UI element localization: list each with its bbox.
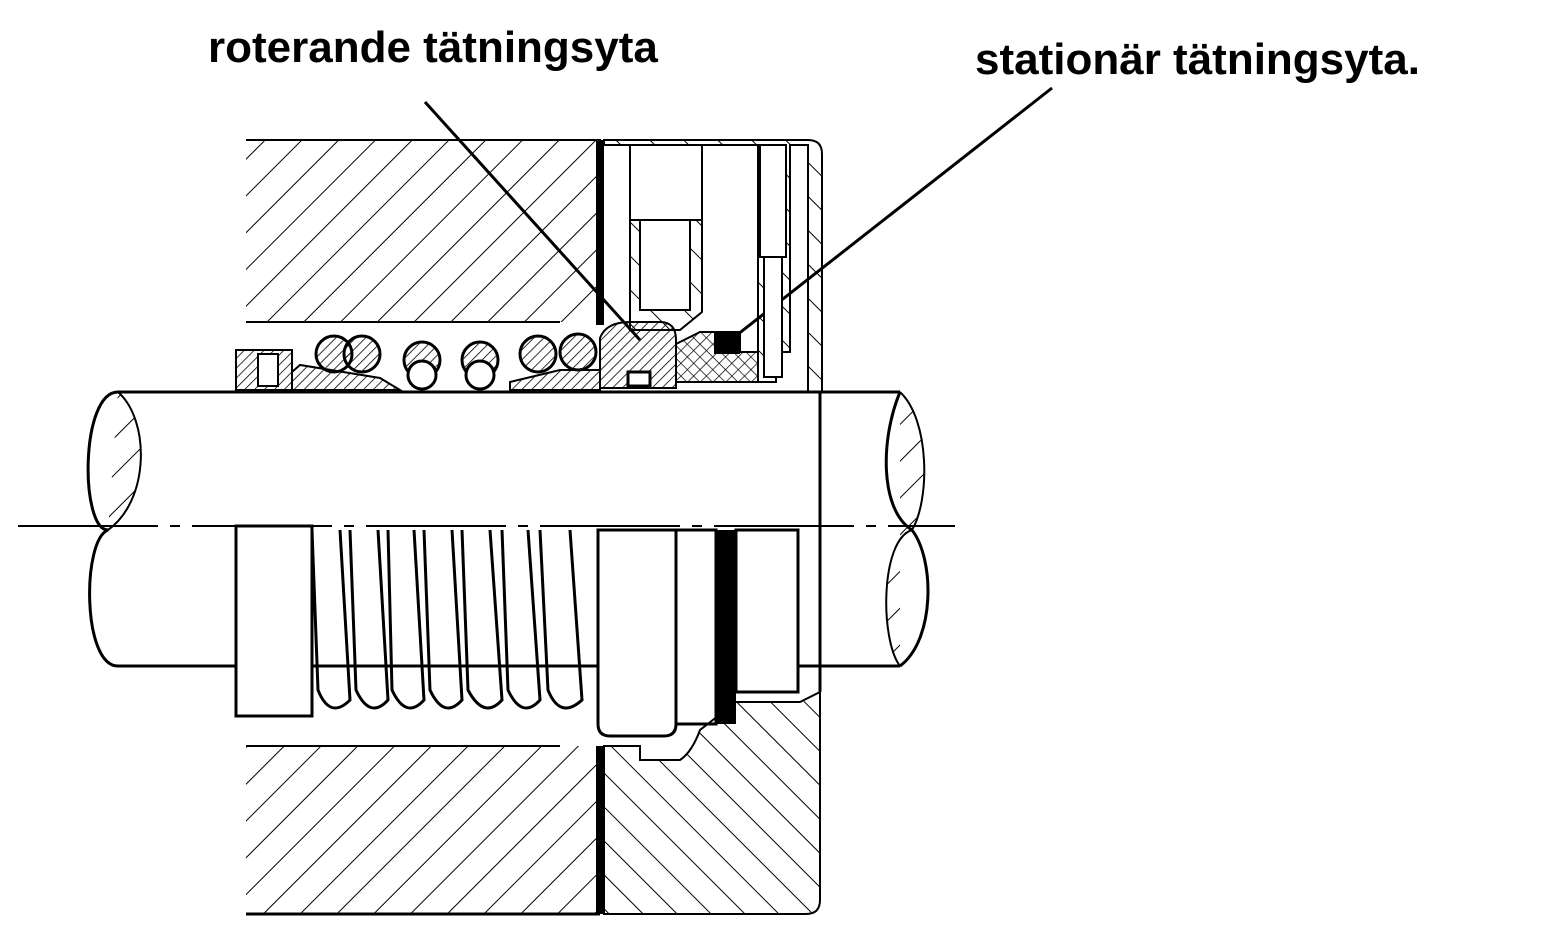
rotating-seal-face [599,321,677,389]
lower-face-assembly [596,528,800,738]
face-o-ring [626,370,652,388]
housing-lower-right [603,690,821,915]
spring-retainer [235,349,601,391]
housing-lower-left [246,745,600,916]
lower-collar [234,524,314,718]
spring-coils-section [314,332,598,391]
shaft [86,390,930,668]
stationary-face-label: stationär tätningsyta. [975,35,1420,84]
housing-upper-left [246,139,601,323]
rotating-face-label: roterande tätningsyta [208,23,658,72]
seat-o-ring [714,332,740,354]
gasket-lower [596,746,604,914]
spring-coils-outline [310,529,584,710]
gasket-upper [596,140,604,325]
